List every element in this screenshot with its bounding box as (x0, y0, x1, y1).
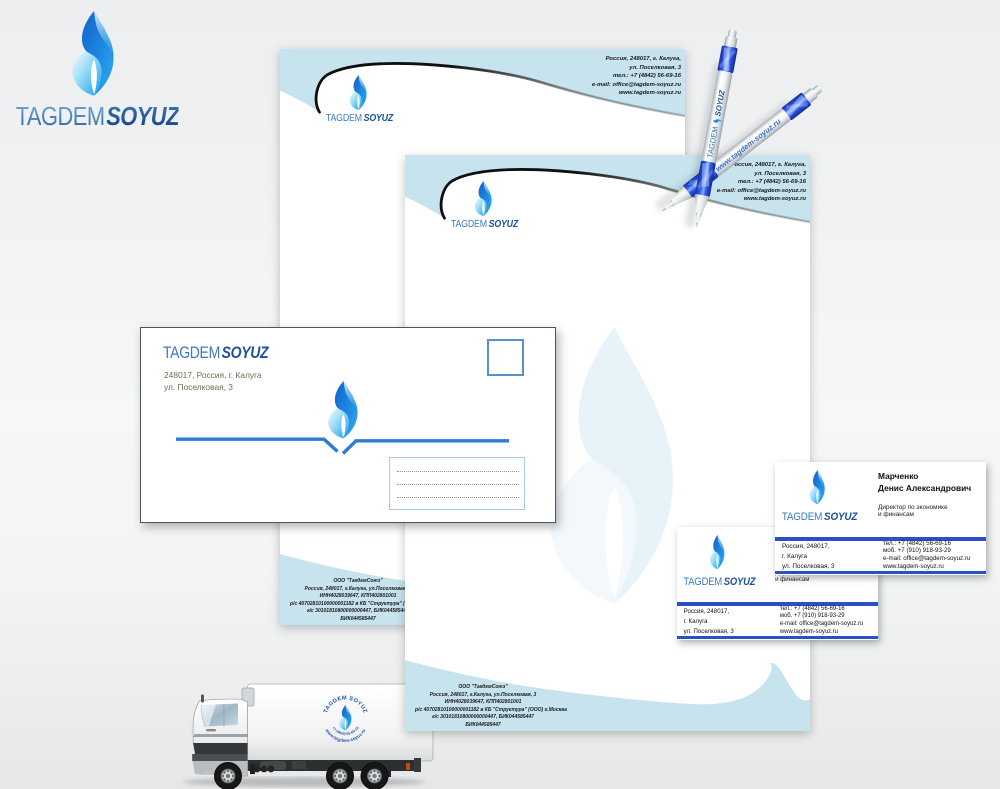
card-address: Россия, 248017, г. Калуга ул. Поселковая… (782, 542, 835, 571)
card-rule-top (775, 537, 986, 541)
letterhead-back-header-band (280, 49, 685, 118)
envelope-flame-icon (328, 381, 358, 439)
letterhead-front-requisites: ООО "ТагдемСоюз" Россия, 248017, г.Калуг… (415, 684, 567, 729)
contact-line: ул. Поселковая, 3 (629, 64, 681, 71)
letterhead-front-flame-icon (474, 181, 492, 217)
card-rule-bottom (775, 570, 986, 574)
requisites-line: Россия, 248017, г.Калуга, ул.Поселковая,… (429, 691, 537, 698)
card-contact: тел.: +7 (4842) 56-69-16 моб. +7 (910) 9… (883, 539, 971, 571)
contact-line: e-mail: office@tagdem-soyuz.ru (716, 187, 806, 194)
card-address: Россия, 248017, г. Калуга ул. Поселковая… (683, 607, 734, 636)
card-rule-bottom (677, 635, 879, 639)
requisites-line: р/с 40702810100000001182 в КБ "Структура… (290, 600, 442, 607)
address-dotted-line (397, 471, 519, 472)
brand-flame-icon (72, 11, 114, 96)
letterhead-back-flame-icon (349, 75, 367, 111)
contact-line: Россия, 248017, г. Калуга, (605, 56, 681, 62)
card-flame-icon (709, 535, 725, 570)
letterhead-front-contact: Россия, 248017, г. Калуга, ул. Поселкова… (717, 161, 806, 204)
brand-wordmark: TAGDEMSOYUZ (15, 101, 180, 132)
pen-tagdem: TAGDEM SOYUZ (688, 28, 741, 230)
card-person-name: Марченко Денис Александрович (878, 471, 972, 494)
requisites-line: к/с 30101810800000000447, БИК044585447 (307, 608, 409, 614)
contact-line: Россия, 248017, г. Калуга, (730, 162, 806, 168)
brand-word-soyuz: SOYUZ (106, 101, 179, 131)
requisites-line: Россия, 248017, г.Калуга, ул.Поселковая,… (304, 585, 412, 592)
requisites-line: ИНН4028039647, КПП402801001 (319, 593, 397, 599)
truck: TAGDEM SOYUZ +7 (4842) 56-69-16 www.tagd… (183, 683, 434, 789)
contact-line: www.tagdem-soyuz.ru (743, 196, 806, 202)
contact-line: www.tagdem-soyuz.ru (618, 90, 681, 96)
envelope-stamp-box (487, 339, 524, 376)
address-dotted-line (397, 497, 519, 498)
requisites-line: ИНН4028039647, КПП402801001 (444, 699, 522, 705)
letterhead-front-footer-band (405, 660, 810, 731)
requisites-line: ООО "ТагдемСоюз" (333, 578, 383, 584)
address-dotted-line (397, 484, 519, 485)
letterhead-watermark-flame (550, 327, 673, 604)
contact-line: e-mail: office@tagdem-soyuz.ru (591, 81, 681, 88)
envelope-divider-lines (176, 437, 509, 455)
sender-line: 248017, Россия, г. Калуга (164, 370, 262, 380)
pen-www-label: www.tagdem-soyuz.ru (714, 117, 783, 174)
card-person-title: Директор по экономике и финансам (878, 503, 948, 518)
requisites-line: БИК044585447 (340, 615, 376, 622)
truck-front-wheel (214, 762, 242, 789)
contact-line: тел.: +7 (4842) 56-69-16 (612, 73, 681, 79)
contact-line: ул. Поселковая, 3 (754, 170, 806, 177)
letterhead-back-contact: Россия, 248017, г. Калуга, ул. Поселкова… (592, 55, 681, 98)
pen-www: www.tagdem-soyuz.ru (656, 81, 825, 219)
sender-line: ул. Поселковая, 3 (164, 381, 233, 392)
truck-rear-wheel-2 (360, 762, 389, 789)
brand-logo: TAGDEMSOYUZ (0, 0, 220, 150)
requisites-line: ООО "ТагдемСоюз" (458, 684, 508, 690)
contact-line: тел.: +7 (4842) 56-69-16 (737, 179, 806, 185)
brand-word-tagdem: TAGDEM (15, 101, 105, 131)
envelope-address-box (389, 457, 525, 510)
card-contact: тел.: +7 (4842) 56-69-16 моб. +7 (910) 9… (779, 604, 864, 636)
requisites-line: р/с 40702810100000001182 в КБ "Структура… (415, 706, 567, 713)
requisites-line: к/с 30101810800000000447, БИК044585447 (432, 714, 534, 720)
requisites-line: БИК044585447 (465, 721, 501, 728)
envelope-sender-address: 248017, Россия, г. Калуга ул. Поселковая… (164, 370, 262, 393)
card-rule-top (677, 602, 879, 606)
truck-rear-wheel-1 (326, 762, 354, 789)
letterhead-back-requisites: ООО "ТагдемСоюз" Россия, 248017, г.Калуг… (290, 578, 442, 623)
pens: www.tagdem-soyuz.ru TAGDEM SOYUZ (655, 28, 825, 230)
card-flame-icon (809, 470, 825, 505)
